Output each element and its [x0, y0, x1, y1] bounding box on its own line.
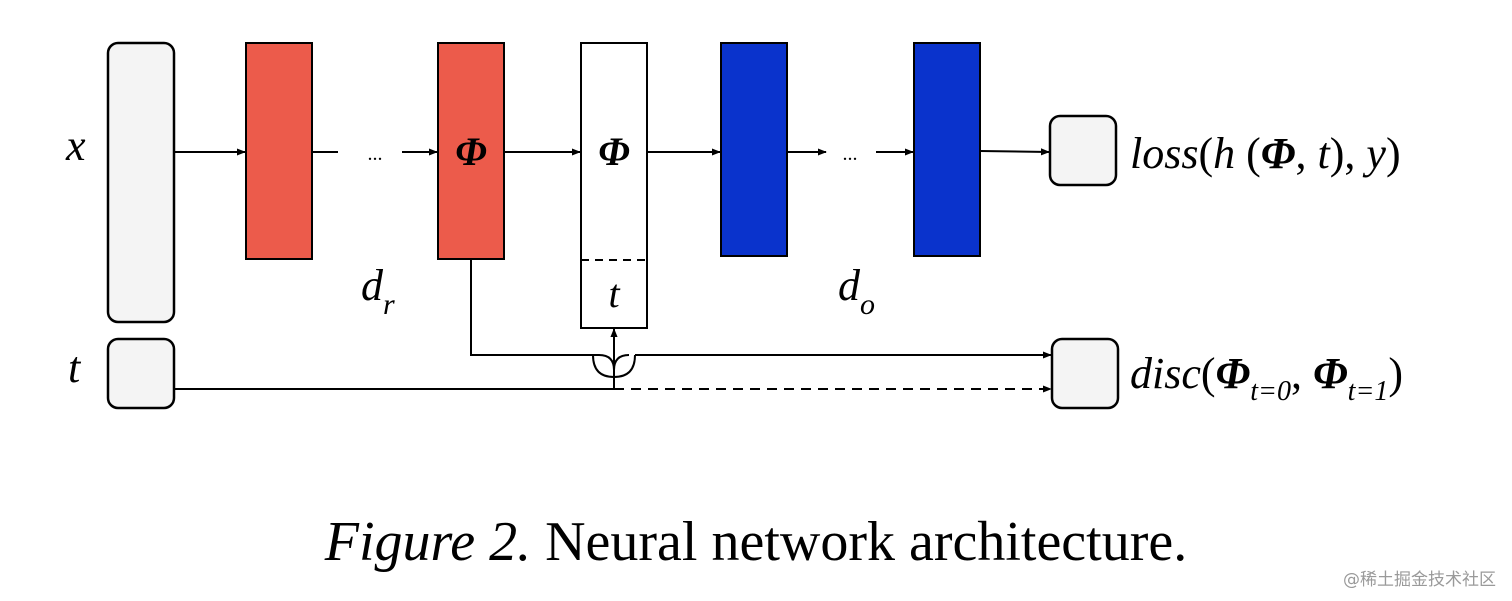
- caption-text: Neural network architecture.: [531, 511, 1188, 573]
- label-d-o: do: [838, 261, 875, 321]
- representation-layer-phi: [437, 42, 505, 260]
- outcome-layer-1: [720, 42, 788, 257]
- label-x: x: [65, 121, 86, 170]
- dots-representation: ...: [368, 143, 383, 165]
- arrow-to-loss: [979, 148, 1050, 156]
- label-phi-concat: Φ: [598, 129, 630, 174]
- caption-label: Figure 2.: [324, 511, 532, 573]
- concat-block: [580, 42, 648, 329]
- label-t: t: [68, 343, 82, 392]
- label-t-concat: t: [608, 271, 620, 316]
- input-t-block: [106, 337, 176, 410]
- loss-formula: loss(h (Φ, t), y): [1130, 129, 1401, 178]
- label-phi-red: Φ: [455, 129, 487, 174]
- disc-formula: disc(Φt=0, Φt=1): [1130, 349, 1403, 407]
- figure-caption: Figure 2. Neural network architecture.: [0, 510, 1512, 574]
- loss-output-block: [1048, 114, 1118, 187]
- disc-output-block: [1050, 337, 1120, 410]
- input-x-block: [106, 41, 176, 324]
- architecture-diagram: x t Φ Φ t ... ... dr do loss(h (Φ, t), y…: [65, 41, 1403, 410]
- outcome-layer-2: [913, 42, 981, 257]
- representation-layer-1: [245, 42, 313, 260]
- label-d-r: dr: [361, 261, 395, 321]
- watermark: @稀土掘金技术社区: [1343, 570, 1496, 590]
- dots-outcome: ...: [843, 143, 858, 165]
